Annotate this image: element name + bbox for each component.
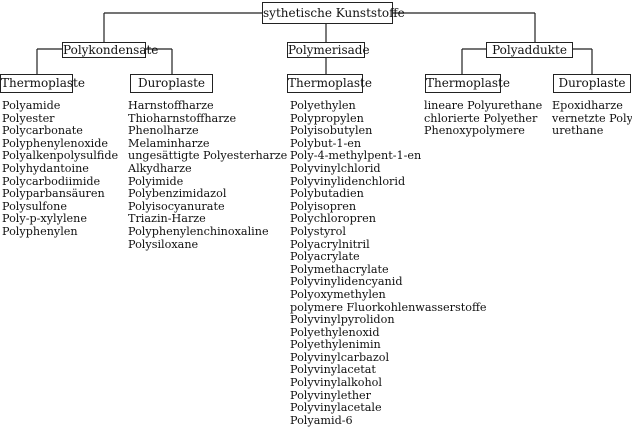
list-item: Polyphenylenoxide: [2, 136, 109, 150]
list-item: Polysulfone: [2, 199, 67, 213]
list-item: Triazin-Harze: [128, 212, 206, 226]
list-item: Thioharnstoffharze: [128, 111, 237, 125]
list-item: Polybenzimidazol: [128, 187, 227, 201]
list-item: Polychloropren: [290, 212, 376, 226]
list-item: urethane: [552, 124, 604, 138]
list-item: Polyethylenimin: [290, 338, 381, 352]
list-item: Phenoxypolymere: [424, 124, 525, 138]
group-polykondensate-thermoplaste: Thermoplaste: [0, 74, 85, 93]
list-item: Polyphenylenchinoxaline: [128, 224, 269, 238]
list-item: Alkydharze: [128, 161, 192, 175]
list-item: Polypropylen: [290, 111, 364, 125]
list-item: Polyamide: [2, 99, 61, 112]
group-polyaddukte-duroplaste: Duroplaste: [553, 74, 631, 93]
list-item: ungesättigte Polyesterharze: [128, 149, 288, 163]
list-item: Polystyrol: [290, 224, 346, 238]
list-item: Polyvinylether: [290, 388, 371, 402]
list-item: polymere Fluorkohlenwasserstoffe: [290, 300, 487, 314]
list-item: Polyacrylate: [290, 250, 360, 264]
list-item: lineare Polyurethane: [424, 99, 543, 112]
list-item: Polycarbodiimide: [2, 174, 101, 188]
list-item: Polyvinylacetale: [290, 401, 382, 415]
list-item: Polyvinylalkohol: [290, 376, 382, 390]
list-item: Polyvinylacetat: [290, 363, 376, 377]
list-item: Polyisocyanurate: [128, 199, 225, 213]
list-item: vernetzte Poly-: [552, 111, 632, 125]
list-item: Melaminharze: [128, 136, 210, 150]
list-item: Polyvinylidenchlorid: [290, 174, 406, 188]
list-item: Poly-4-methylpent-1-en: [290, 149, 422, 163]
list-item: Polyalkenpolysulfide: [2, 149, 119, 163]
list-item: Epoxidharze: [552, 99, 623, 112]
list-item: Polyphenylen: [2, 224, 78, 238]
list-item: Polymethacrylate: [290, 262, 389, 276]
list-item: Polyvinylidencyanid: [290, 275, 403, 289]
list-item: Polyester: [2, 111, 55, 125]
list-item: Polyvinylchlorid: [290, 161, 381, 175]
list-item: Polyisobutylen: [290, 124, 373, 138]
list-item: Polybut-1-en: [290, 136, 362, 150]
root-node: sythetische Kunststoffe: [262, 2, 405, 24]
group-polyaddukte-thermoplaste: Thermoplaste: [425, 74, 510, 93]
list-item: Harnstoffharze: [128, 99, 214, 112]
list-item: Phenolharze: [128, 124, 199, 138]
list-item: chlorierte Polyether: [424, 111, 538, 125]
category-polykondensate: Polykondensate: [62, 42, 159, 58]
list-item: Polyvinylcarbazol: [290, 350, 390, 364]
list-item: Polyvinylpyrolidon: [290, 313, 395, 327]
list-item: Polycarbonate: [2, 124, 83, 138]
list-item: Polyoxymethylen: [290, 287, 386, 301]
list-item: Polyimide: [128, 174, 184, 188]
list-item: Polyhydantoine: [2, 161, 89, 175]
list-item: Polyparbansäuren: [2, 187, 105, 201]
list-item: Polyethylen: [290, 99, 356, 112]
list-item: Polyamid-6: [290, 413, 353, 427]
list-item: Polysiloxane: [128, 237, 199, 251]
list-item: Polyacrylnitril: [290, 237, 370, 251]
category-polyaddukte: Polyaddukte: [486, 42, 573, 58]
list-item: Polybutadien: [290, 187, 364, 201]
group-polymerisade-thermoplaste: Thermoplaste: [287, 74, 372, 93]
list-item: Polyethylenoxid: [290, 325, 380, 339]
category-polymerisade: Polymerisade: [287, 42, 370, 58]
list-item: Poly-p-xylylene: [2, 212, 87, 226]
group-polykondensate-duroplaste: Duroplaste: [130, 74, 213, 93]
list-item: Polyisopren: [290, 199, 357, 213]
